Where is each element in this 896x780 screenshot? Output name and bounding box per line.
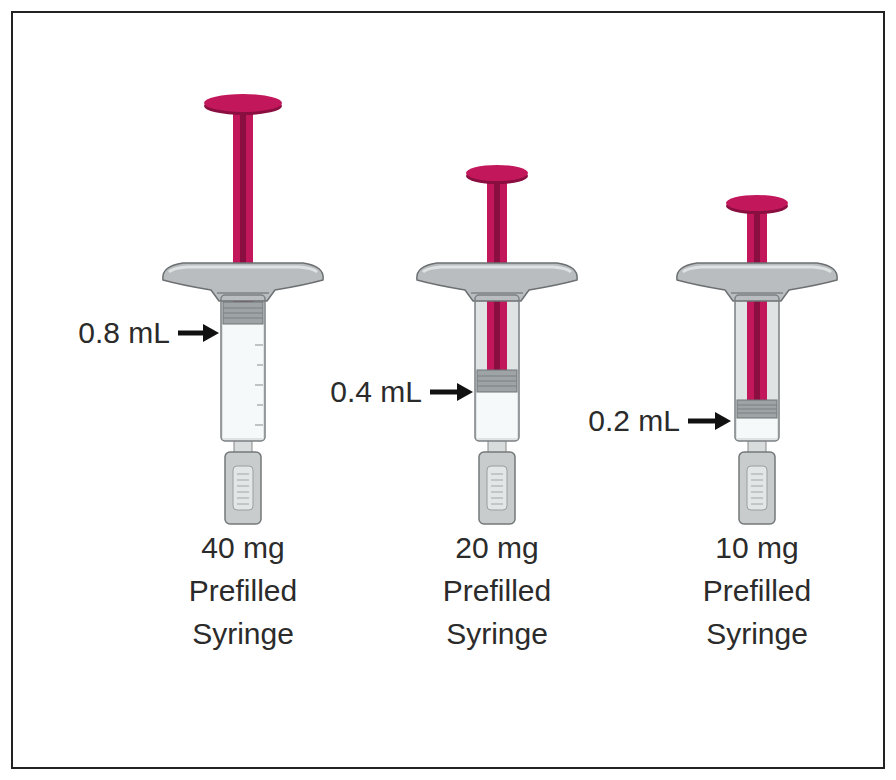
volume-label: 0.4 mL	[272, 375, 422, 409]
dose-caption: 40 mg Prefilled Syringe	[168, 526, 318, 655]
dose-caption: 10 mg Prefilled Syringe	[682, 526, 832, 655]
dose-caption: 20 mg Prefilled Syringe	[422, 526, 572, 655]
volume-label: 0.2 mL	[530, 404, 680, 438]
volume-label: 0.8 mL	[20, 316, 170, 350]
